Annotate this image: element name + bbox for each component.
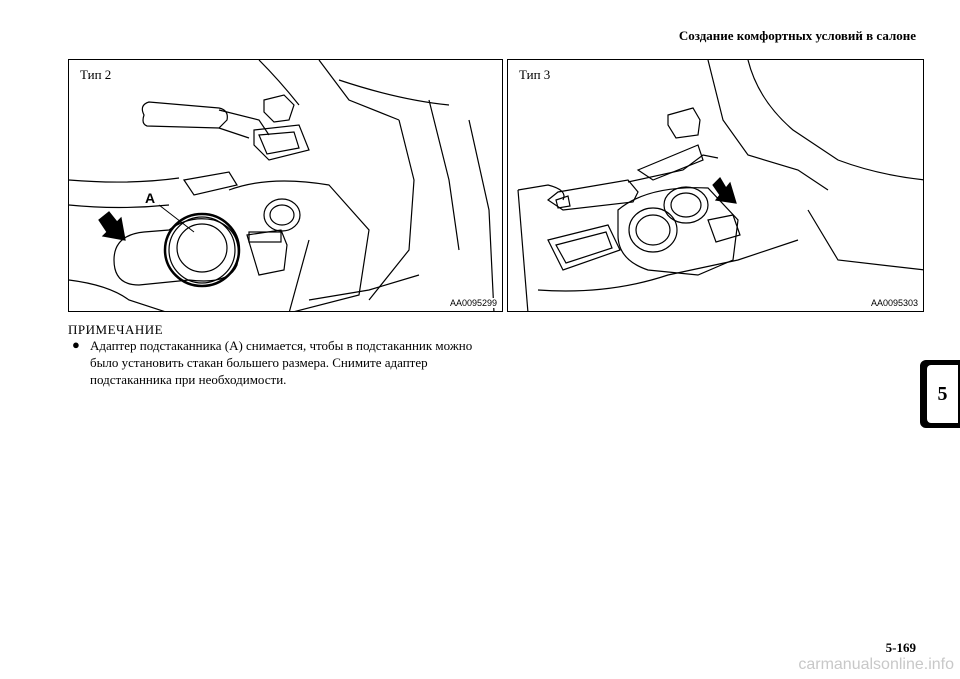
note-title: ПРИМЕЧАНИЕ <box>68 322 164 337</box>
note-text: Адаптер подстаканника (А) снимается, что… <box>90 338 473 387</box>
figure-code: AA0095303 <box>869 298 919 308</box>
bullet-icon: ● <box>72 337 80 352</box>
figure-code: AA0095299 <box>448 298 498 308</box>
figure-type-2: A Тип 2 AA0095299 <box>68 59 503 312</box>
page-number: 5-169 <box>885 640 916 655</box>
chapter-number: 5 <box>927 365 958 423</box>
callout-letter-a: A <box>145 190 156 206</box>
section-header: Создание комфортных условий в салоне <box>678 28 916 43</box>
figure-type-3: Тип 3 AA0095303 <box>507 59 924 312</box>
figure-label: Тип 3 <box>517 67 553 83</box>
figure-label: Тип 2 <box>78 67 114 83</box>
chapter-tab: 5 <box>920 360 960 428</box>
watermark: carmanualsonline.info <box>798 656 954 673</box>
cup-holder-type-3-illustration <box>517 60 923 311</box>
cup-holder-type-2-illustration <box>69 60 495 311</box>
